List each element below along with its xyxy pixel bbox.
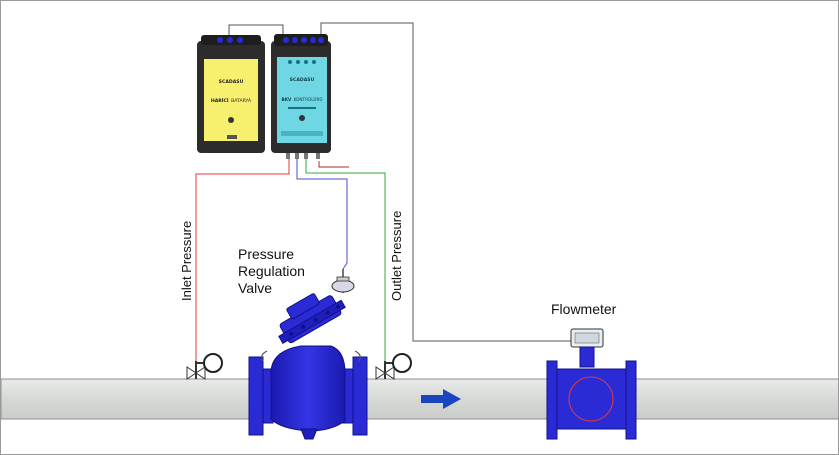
valve-outlet-flange bbox=[352, 356, 368, 436]
valve-label-line-3: Valve bbox=[238, 280, 272, 296]
inlet-pressure-wire bbox=[195, 159, 290, 361]
pressure-regulation-valve bbox=[248, 269, 368, 440]
bkv-controller-device: SCADASU BKV KONTROLÜRÜ bbox=[271, 34, 331, 159]
outlet-pressure-wire bbox=[305, 159, 386, 361]
flowmeter bbox=[546, 328, 637, 440]
battery-name-rest: BATARYA bbox=[231, 98, 252, 104]
flowmeter-inlet-flange bbox=[546, 360, 558, 440]
controller-brand: SCADASU bbox=[290, 77, 315, 83]
pressure-gauge-icon bbox=[203, 353, 223, 373]
pilot-diaphragm bbox=[331, 279, 355, 293]
outlet-gauge-assembly bbox=[375, 353, 412, 380]
inlet-pressure-label: Inlet Pressure bbox=[179, 221, 194, 301]
needle-valve-icon bbox=[186, 366, 206, 380]
valve-label-line-2: Regulation bbox=[238, 263, 305, 279]
battery-brand: SCADASU bbox=[219, 79, 244, 85]
flow-direction-arrow bbox=[421, 389, 461, 409]
inlet-gauge-assembly bbox=[186, 353, 223, 380]
valve-pilot-wire bbox=[296, 159, 348, 270]
controller-name-rest: KONTROLÜRÜ bbox=[294, 97, 323, 102]
valve-inlet-flange bbox=[248, 356, 264, 436]
flowmeter-signal-wire bbox=[320, 22, 587, 342]
flowmeter-label: Flowmeter bbox=[551, 301, 617, 317]
svg-text:HARİCİ BATARYA: HARİCİ BATARYA bbox=[211, 97, 252, 104]
flowmeter-outlet-flange bbox=[625, 360, 637, 440]
pressure-gauge-icon bbox=[392, 353, 412, 373]
controller-name-bold: BKV bbox=[282, 97, 292, 102]
external-battery-device: SCADASU HARİCİ BATARYA bbox=[197, 35, 265, 153]
battery-name-bold: HARİCİ bbox=[211, 97, 229, 104]
outlet-pressure-label: Outlet Pressure bbox=[389, 211, 404, 301]
device-link-wire bbox=[228, 24, 284, 37]
svg-text:BKV KONTROLÜRÜ: BKV KONTROLÜRÜ bbox=[282, 97, 323, 102]
valve-label-line-1: Pressure bbox=[238, 246, 294, 262]
pipe bbox=[1, 378, 838, 420]
